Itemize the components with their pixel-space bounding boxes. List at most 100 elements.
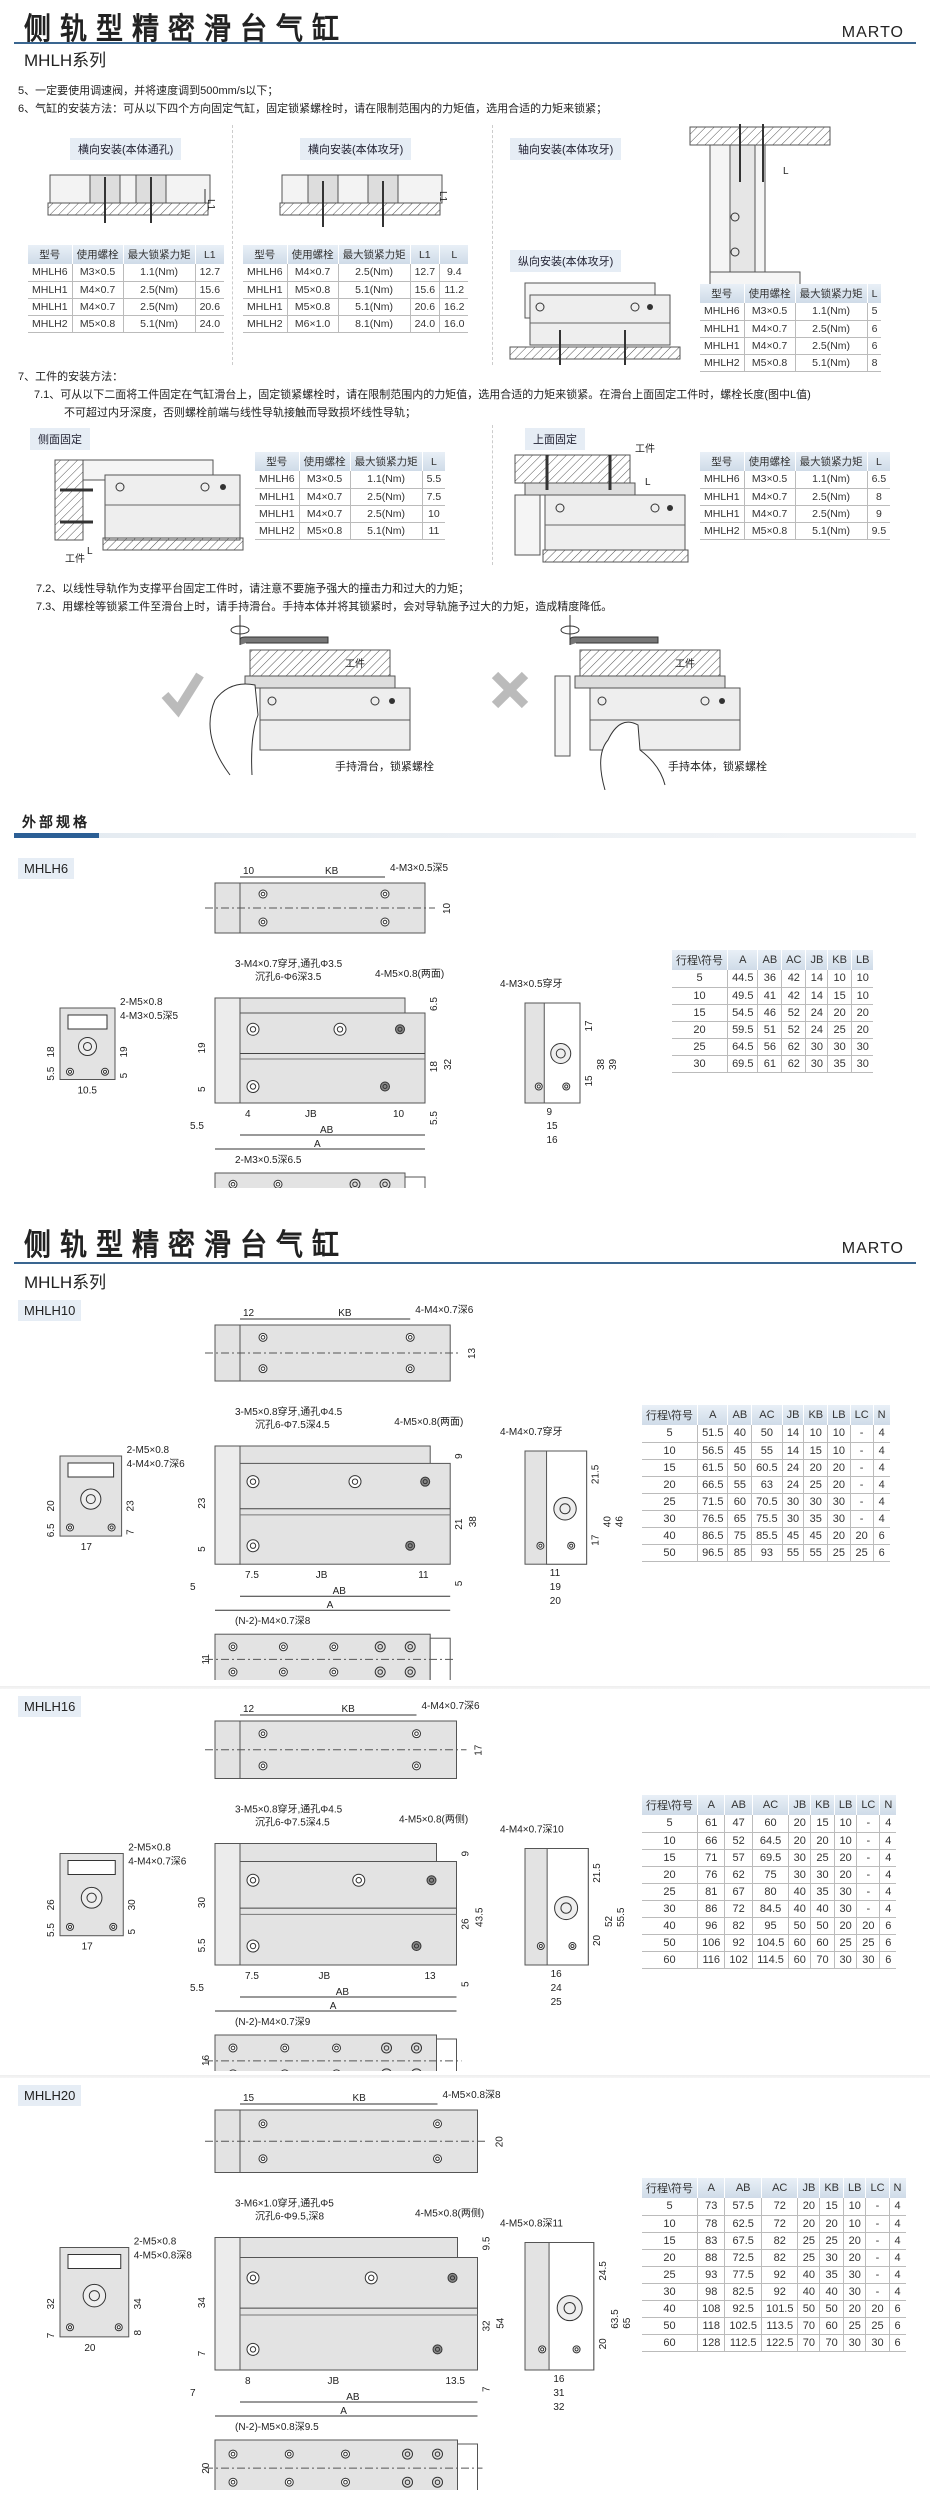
- table-cell: 6: [872, 1527, 890, 1545]
- table-cell: 20: [843, 2232, 866, 2250]
- note-7-2: 7.2、以线性导轨作为支撑平台固定工件时，请注意不要施予强大的撞击力和过大的力矩…: [36, 583, 470, 595]
- table-cell: -: [849, 1493, 874, 1511]
- table-cell: 35: [819, 2266, 844, 2284]
- table-cell: 72: [724, 1900, 753, 1918]
- table-cell: 8: [866, 354, 882, 372]
- hole: [258, 1364, 268, 1374]
- table-cell: 50: [642, 1934, 698, 1952]
- dimension-label: 沉孔6-Φ7.5深4.5: [255, 1816, 330, 1829]
- hole: [278, 1667, 288, 1677]
- table-cell: 10: [850, 987, 874, 1005]
- series-label-2: MHLH系列: [24, 1273, 107, 1292]
- table-cell: 82.5: [724, 2283, 762, 2301]
- table-cell: 88: [697, 2249, 725, 2267]
- table-cell: 35: [803, 1510, 828, 1528]
- table-cell: 4: [879, 1832, 897, 1850]
- hole: [66, 2323, 74, 2332]
- table-cell: 41: [757, 987, 782, 1005]
- table-cell: MHLH1: [255, 488, 300, 506]
- hole: [407, 1543, 413, 1549]
- table-cell: 4: [888, 2215, 906, 2233]
- table-cell: MHLH1: [700, 320, 745, 338]
- table-cell: 24.0: [194, 315, 225, 333]
- table-cell: 85.5: [751, 1527, 783, 1545]
- column-header: 型号: [243, 245, 288, 264]
- hole: [560, 1902, 572, 1914]
- table-cell: 70.5: [751, 1493, 783, 1511]
- table-cell: 24: [805, 1004, 828, 1022]
- table-cell: 86.5: [697, 1527, 728, 1545]
- hole: [230, 2045, 236, 2051]
- dimension-label: 10: [393, 1109, 405, 1120]
- table-cell: MHLH2: [28, 315, 73, 333]
- table-cell: 40: [642, 1527, 698, 1545]
- table-cell: 15: [642, 1459, 698, 1477]
- column-header: A: [697, 2178, 725, 2198]
- dimension-label: 34: [197, 2297, 208, 2309]
- table-cell: 11: [421, 522, 446, 540]
- table-cell: 62.5: [724, 2215, 762, 2233]
- table-cell: M4×0.7: [286, 264, 339, 282]
- table-cell: 45: [803, 1527, 828, 1545]
- dimension-label: A: [327, 1600, 334, 1611]
- bottom-view-body: [214, 2034, 437, 2071]
- hole: [260, 891, 266, 897]
- hole: [260, 2121, 266, 2127]
- dimension-label: 9.5: [482, 2236, 493, 2250]
- table-cell: -: [849, 1442, 874, 1460]
- hole: [66, 1067, 74, 1076]
- hole: [260, 919, 266, 925]
- table-cell: MHLH1: [28, 281, 73, 299]
- column-header: L: [421, 452, 446, 471]
- table-cell: 69.5: [727, 1055, 758, 1073]
- dimension-label: 21: [454, 1518, 465, 1530]
- hold-body-illustration: 工件 手持本体，锁紧螺栓: [491, 615, 767, 790]
- hand-icon: [600, 721, 666, 790]
- hole: [432, 2476, 443, 2488]
- column-header: 使用螺栓: [743, 284, 796, 303]
- table-cell: 20: [803, 1459, 828, 1477]
- dimension-label: 8: [133, 2330, 144, 2336]
- table-cell: 10: [827, 1442, 851, 1460]
- table-cell: 30: [642, 1510, 698, 1528]
- table-cell: 8.1(Nm): [337, 315, 411, 333]
- hole: [407, 1366, 413, 1371]
- table-cell: 61: [697, 1815, 725, 1833]
- hole: [67, 1924, 73, 1929]
- hole: [258, 2154, 268, 2164]
- hole: [333, 1022, 347, 1036]
- table-cell: 63: [751, 1476, 783, 1494]
- table-cell: M5×0.8: [743, 522, 796, 540]
- table-cell: 30: [805, 1038, 828, 1056]
- dimension-label: 20: [598, 2338, 609, 2350]
- bottom-view-rod-end: [436, 2038, 457, 2071]
- table-cell: 24.0: [409, 315, 440, 333]
- table-cell: 5.1(Nm): [337, 298, 411, 316]
- table-cell: 20: [827, 1004, 852, 1022]
- hole: [368, 2274, 375, 2282]
- table-cell: 66: [697, 1832, 725, 1850]
- table-cell: 30: [850, 1055, 874, 1073]
- hole: [80, 1886, 103, 1909]
- table-cell: 14: [781, 1425, 804, 1443]
- table-cell: -: [856, 1866, 880, 1884]
- table-cell: -: [865, 2198, 890, 2216]
- table-cell: MHLH6: [700, 303, 745, 321]
- dimension-label: 7.5: [245, 1570, 259, 1581]
- table-cell: 52: [781, 1004, 806, 1022]
- hole: [82, 2283, 107, 2308]
- table-cell: 64.5: [727, 1038, 758, 1056]
- dimension-label: 5: [127, 1928, 138, 1934]
- table-cell: M3×0.5: [743, 303, 796, 321]
